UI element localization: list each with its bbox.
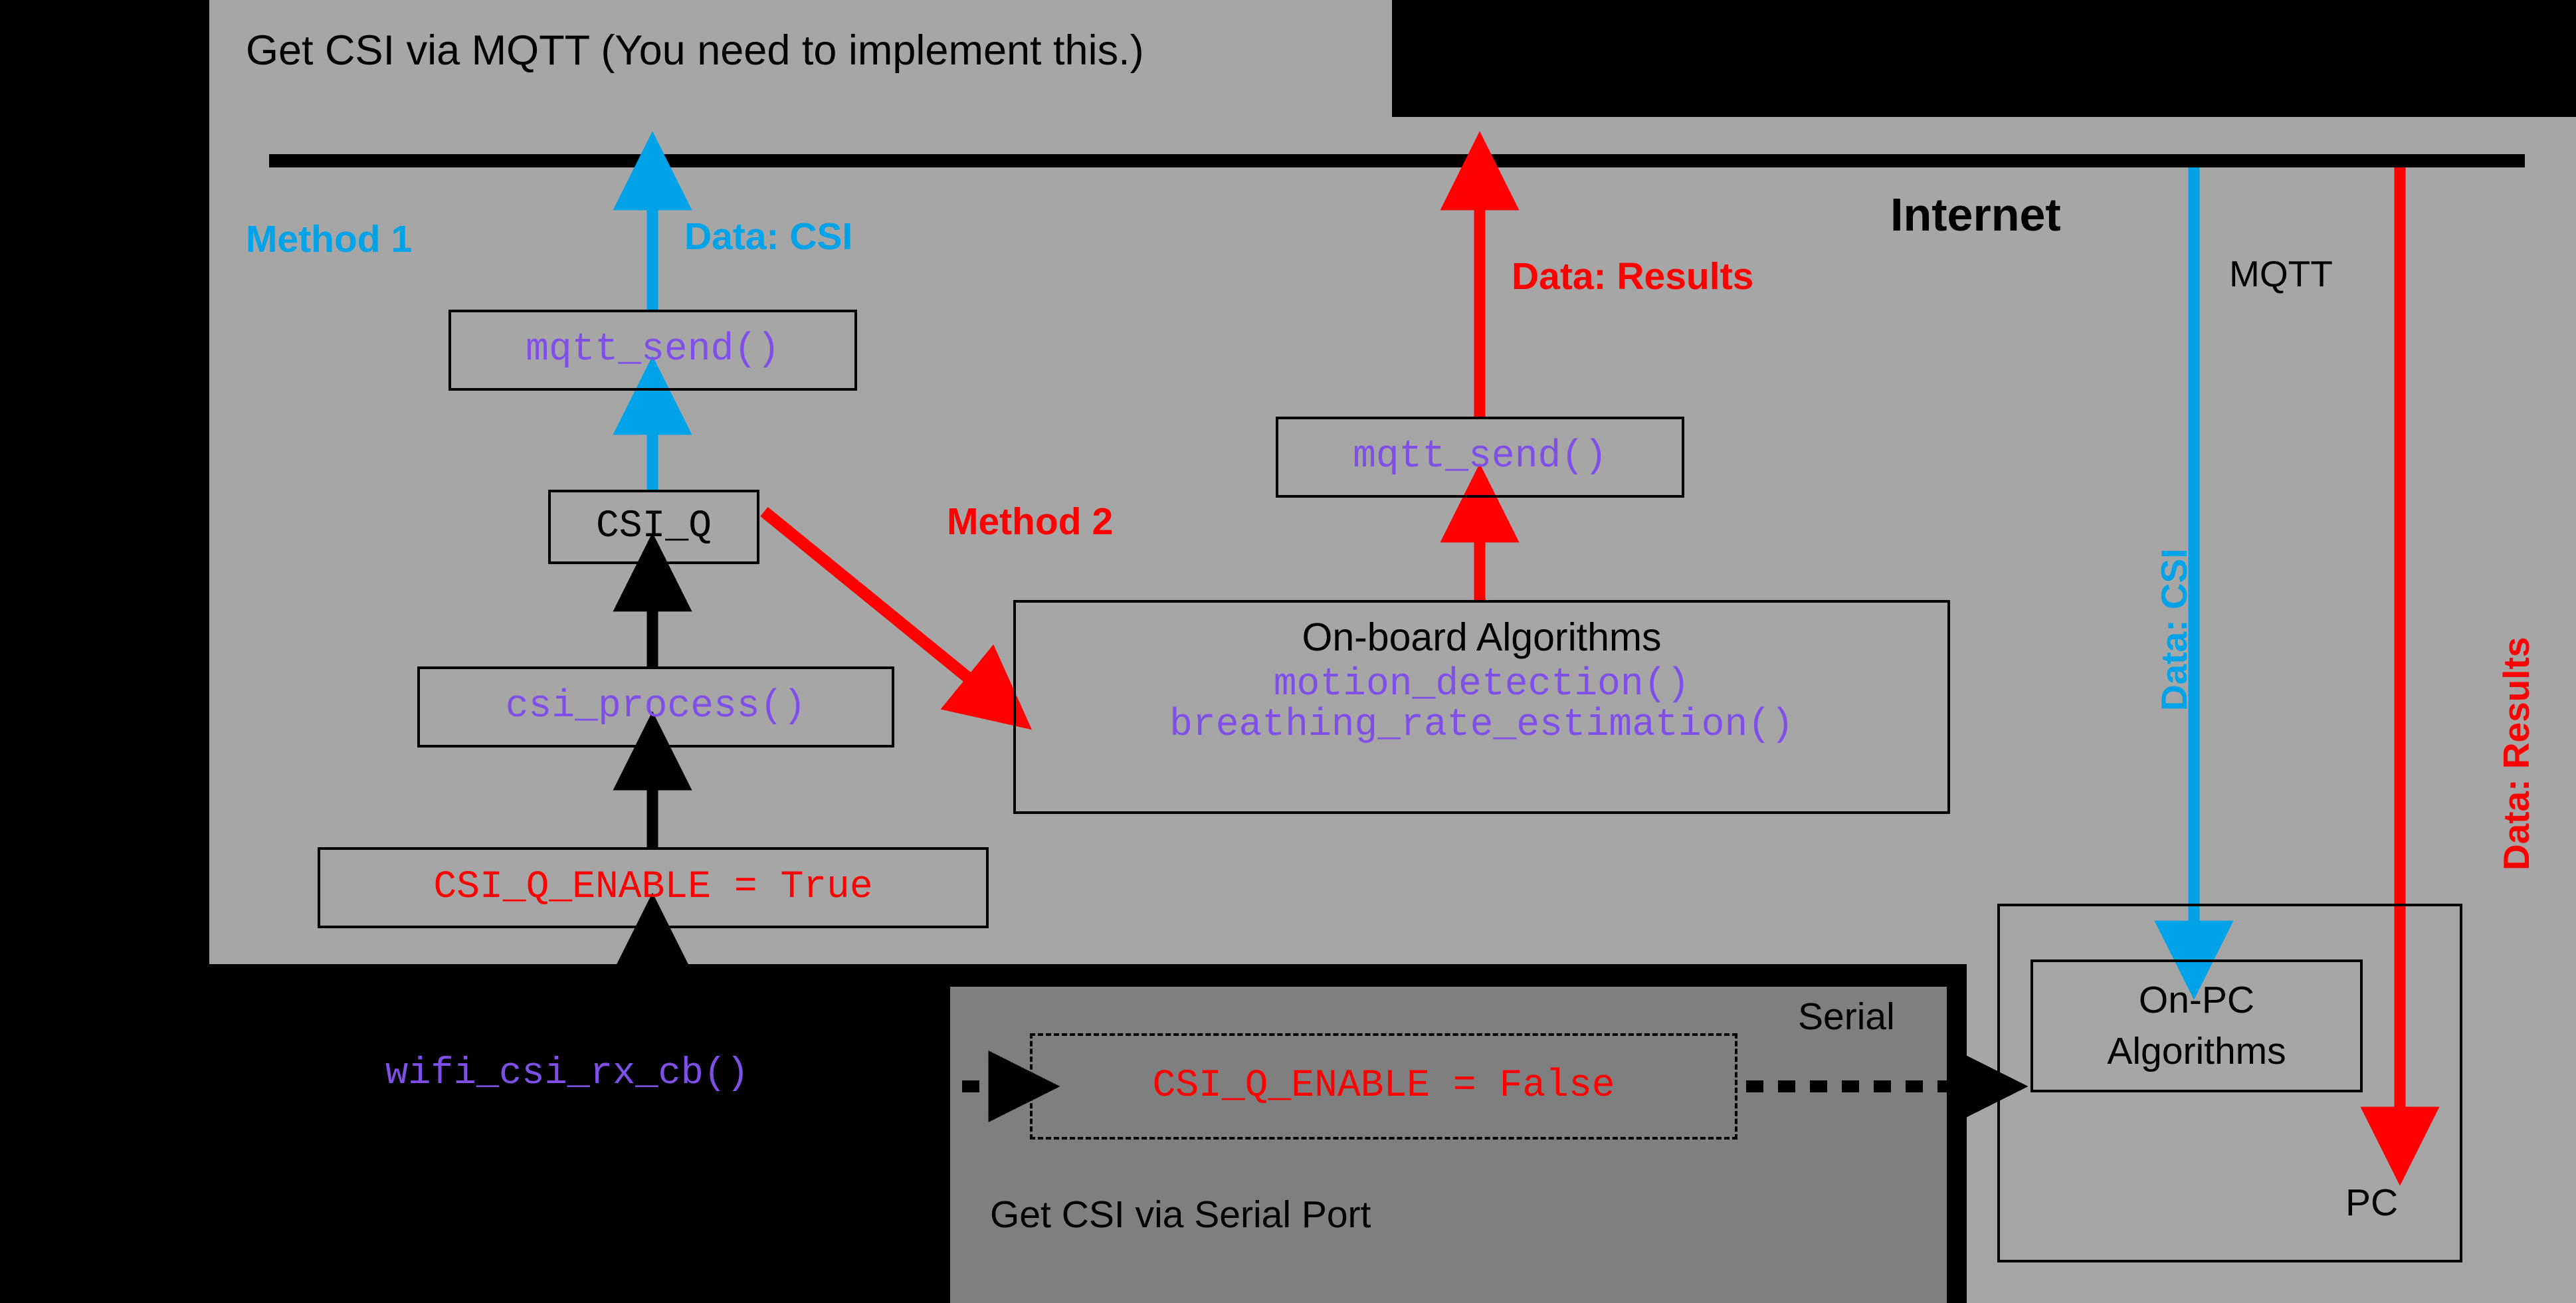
internet-label: Internet — [1890, 189, 2061, 241]
mqtt-label: MQTT — [2229, 253, 2333, 294]
data-csi-label: Data: CSI — [684, 215, 853, 258]
arrow-csiq-to-onboard — [760, 507, 1033, 730]
on-pc-algorithms-line-2: Algorithms — [2107, 1030, 2286, 1072]
box-csi-q-enable-true[interactable]: CSI_Q_ENABLE = True — [318, 847, 989, 928]
box-csi-q-label: CSI_Q — [595, 504, 712, 548]
box-csi-q[interactable]: CSI_Q — [548, 490, 759, 564]
onboard-algorithms-title: On-board Algorithms — [1302, 615, 1662, 659]
serial-panel-lower — [950, 1173, 1555, 1303]
method-1-label: Method 1 — [246, 218, 413, 260]
box-csi-q-enable-false[interactable]: CSI_Q_ENABLE = False — [1030, 1033, 1737, 1140]
vertical-data-results-label: Data: Results — [2496, 637, 2537, 870]
internet-backbone-line — [269, 154, 2525, 167]
box-mqtt-send-method2-label: mqtt_send() — [1353, 435, 1607, 478]
box-csi-process[interactable]: csi_process() — [417, 666, 894, 748]
box-on-pc-algorithms[interactable]: On-PC Algorithms — [2031, 959, 2363, 1092]
main-diagram-panel — [209, 117, 2576, 964]
box-mqtt-send-method1[interactable]: mqtt_send() — [448, 310, 857, 391]
method-2-label: Method 2 — [947, 500, 1114, 543]
box-csi-process-label: csi_process() — [505, 684, 807, 728]
vertical-data-csi-label: Data: CSI — [2153, 548, 2195, 712]
box-csi-q-enable-false-label: CSI_Q_ENABLE = False — [1152, 1064, 1615, 1108]
serial-panel-title: Get CSI via Serial Port — [990, 1193, 1371, 1236]
box-mqtt-send-method2[interactable]: mqtt_send() — [1276, 417, 1684, 498]
box-csi-q-enable-true-label: CSI_Q_ENABLE = True — [433, 865, 873, 909]
box-mqtt-send-method1-label: mqtt_send() — [526, 328, 780, 371]
title-panel — [209, 0, 1392, 117]
page-title: Get CSI via MQTT (You need to implement … — [246, 27, 1144, 74]
pc-label: PC — [2345, 1181, 2399, 1224]
box-onboard-algorithms[interactable]: On-board Algorithms motion_detection() b… — [1013, 600, 1950, 814]
serial-label: Serial — [1798, 995, 1895, 1038]
pc-background-panel — [1967, 964, 2576, 1303]
data-results-label: Data: Results — [1512, 255, 1754, 298]
on-pc-algorithms-line-1: On-PC — [2138, 979, 2255, 1022]
wifi-csi-rx-cb-label: wifi_csi_rx_cb() — [385, 1052, 749, 1095]
onboard-function-breathing-rate: breathing_rate_estimation() — [1169, 703, 1794, 747]
onboard-function-motion-detection: motion_detection() — [1273, 663, 1690, 706]
box-pc[interactable] — [1997, 904, 2462, 1262]
